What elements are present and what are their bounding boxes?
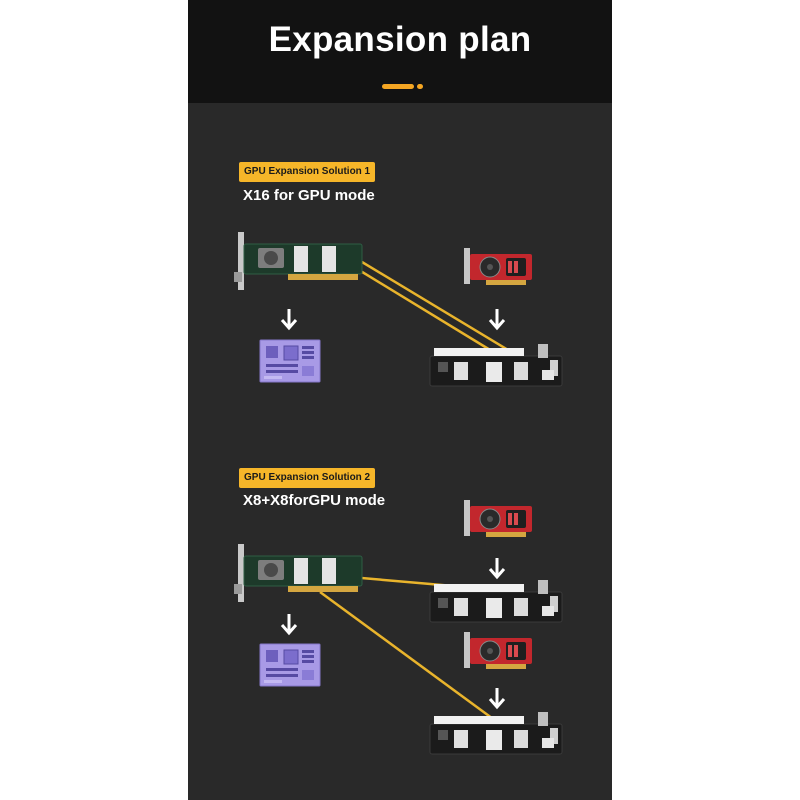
- down-arrow-icon: [488, 556, 506, 579]
- title-underline: [382, 84, 414, 89]
- solution-1-tag: GPU Expansion Solution 1: [239, 162, 376, 182]
- solution-2-cable-b: [319, 590, 501, 726]
- motherboard-icon: [259, 643, 321, 687]
- riser-board-icon: [429, 579, 563, 623]
- diagram-artwork: [233, 231, 563, 755]
- adapter-card-icon: [233, 543, 363, 603]
- solution-2-diagram: [233, 499, 563, 755]
- down-arrow-icon: [280, 612, 298, 635]
- down-arrow-icon: [488, 307, 506, 330]
- solution-1-mode: X16 for GPU mode: [243, 187, 375, 204]
- solution-1-cable-a: [335, 254, 501, 358]
- gpu-card-icon: [463, 631, 533, 670]
- solution-1-cable-b: [351, 254, 519, 358]
- expansion-plan-page: Expansion plan GPU Expansion Solution 1 …: [188, 0, 612, 800]
- title-underline-dot: [417, 84, 423, 89]
- riser-board-icon: [429, 711, 563, 755]
- adapter-card-icon: [233, 231, 363, 291]
- down-arrow-icon: [488, 686, 506, 709]
- gpu-card-icon: [463, 247, 533, 286]
- riser-board-icon: [429, 343, 563, 387]
- page-title: Expansion plan: [268, 20, 532, 59]
- motherboard-icon: [259, 339, 321, 383]
- gpu-card-icon: [463, 499, 533, 538]
- solution-2-mode: X8+X8forGPU mode: [243, 492, 386, 509]
- solution-1-diagram: [233, 231, 563, 387]
- down-arrow-icon: [280, 307, 298, 330]
- header: Expansion plan: [188, 0, 612, 103]
- solution-2-tag: GPU Expansion Solution 2: [239, 468, 376, 488]
